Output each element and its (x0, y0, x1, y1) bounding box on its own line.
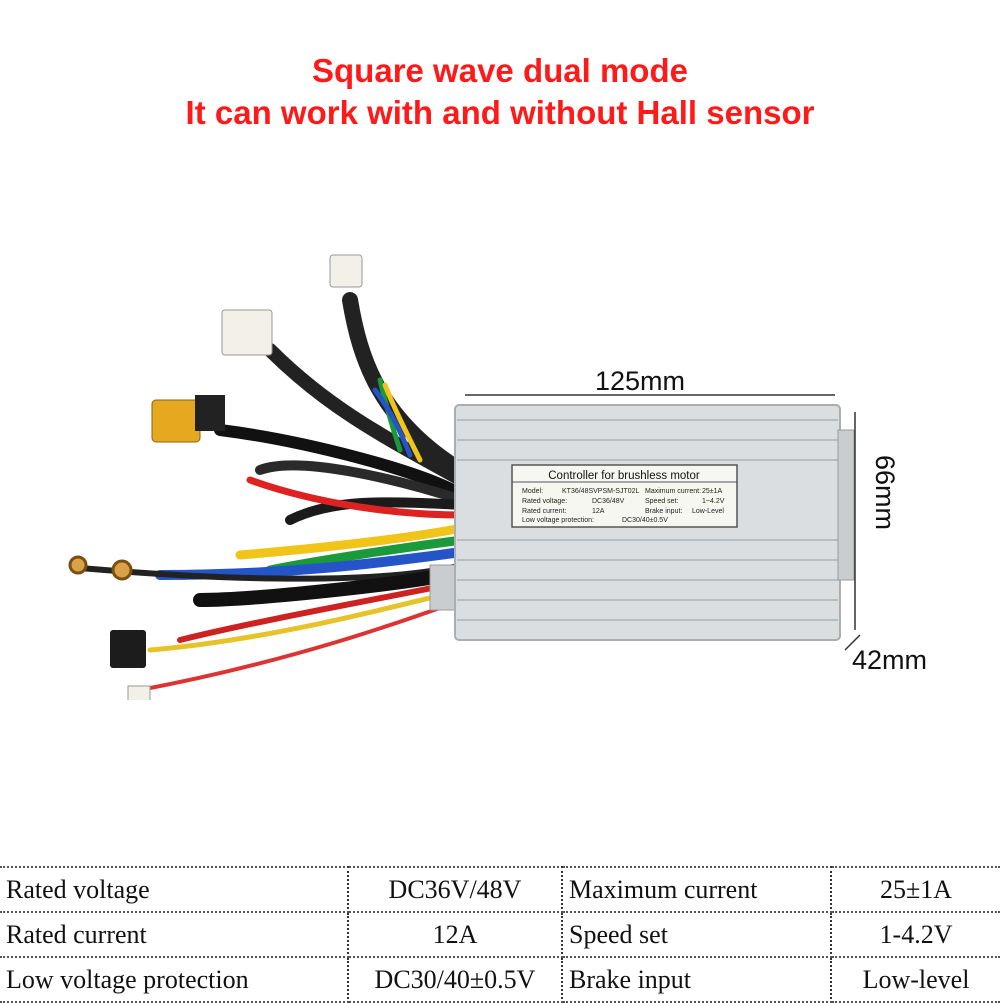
label-rated-current-key: Rated current: (522, 508, 566, 515)
housing-ribs (457, 419, 838, 621)
label-model-key: Model: (522, 488, 543, 495)
label-speed-set-value: 1~4.2V (702, 498, 725, 505)
connector-black-bottom (110, 630, 146, 668)
spec-table: Rated voltage DC36V/48V Maximum current … (0, 866, 1000, 1003)
depth-dimension: 42mm (852, 645, 928, 675)
label-rated-current-value: 12A (592, 508, 605, 515)
table-row: Rated current 12A Speed set 1-4.2V (0, 912, 1000, 958)
housing-side-tab (837, 429, 855, 581)
label-max-current-key: Maximum current: (645, 488, 701, 495)
spec-value: DC30/40±0.5V (348, 957, 563, 1003)
label-rated-voltage-key: Rated voltage: (522, 498, 567, 505)
spec-value: Low-level (831, 957, 1000, 1003)
xt60-connector (151, 399, 201, 443)
spec-key: Brake input (562, 957, 832, 1003)
spec-value: 25±1A (831, 866, 1000, 913)
table-row: Low voltage protection DC30/40±0.5V Brak… (0, 957, 1000, 1003)
label-brake-value: Low-Level (692, 508, 724, 515)
spec-value: DC36V/48V (348, 866, 563, 913)
headline-line-2: It can work with and without Hall sensor (185, 94, 815, 131)
depth-dimension-line (844, 634, 861, 651)
table-row: Rated voltage DC36V/48V Maximum current … (0, 866, 1000, 913)
controller-photo: Controller for brushless motor Model: KT… (68, 254, 861, 700)
ring-terminal-right (111, 559, 133, 581)
connector-white-bottom (127, 685, 151, 700)
label-low-voltage-key: Low voltage protection: (522, 517, 594, 524)
label-max-current-value: 25±1A (702, 488, 723, 495)
spec-value: 1-4.2V (831, 912, 1000, 958)
spec-key: Rated current (0, 912, 349, 958)
headline-line-1: Square wave dual mode (312, 52, 688, 89)
spec-key: Speed set (562, 912, 832, 958)
spec-key: Rated voltage (0, 866, 349, 913)
black-connector (195, 395, 225, 431)
ring-terminal-left (68, 555, 88, 575)
width-dimension: 125mm (595, 366, 686, 396)
label-low-voltage-value: DC30/40±0.5V (622, 517, 668, 524)
connector-white-small (329, 254, 363, 288)
label-speed-set-key: Speed set: (645, 498, 679, 505)
spec-key: Low voltage protection (0, 957, 349, 1003)
spec-value: 12A (348, 912, 563, 958)
spec-key: Maximum current (562, 866, 832, 913)
label-rated-voltage-value: DC36/48V (592, 498, 625, 505)
height-dimension: 66mm (870, 455, 900, 531)
label-brake-key: Brake input: (645, 508, 682, 515)
product-label (511, 464, 738, 528)
label-title: Controller for brushless motor (548, 470, 700, 482)
label-model-value: KT36/48SVPSM-SJT02L (562, 488, 640, 495)
connector-white-large (221, 309, 273, 356)
